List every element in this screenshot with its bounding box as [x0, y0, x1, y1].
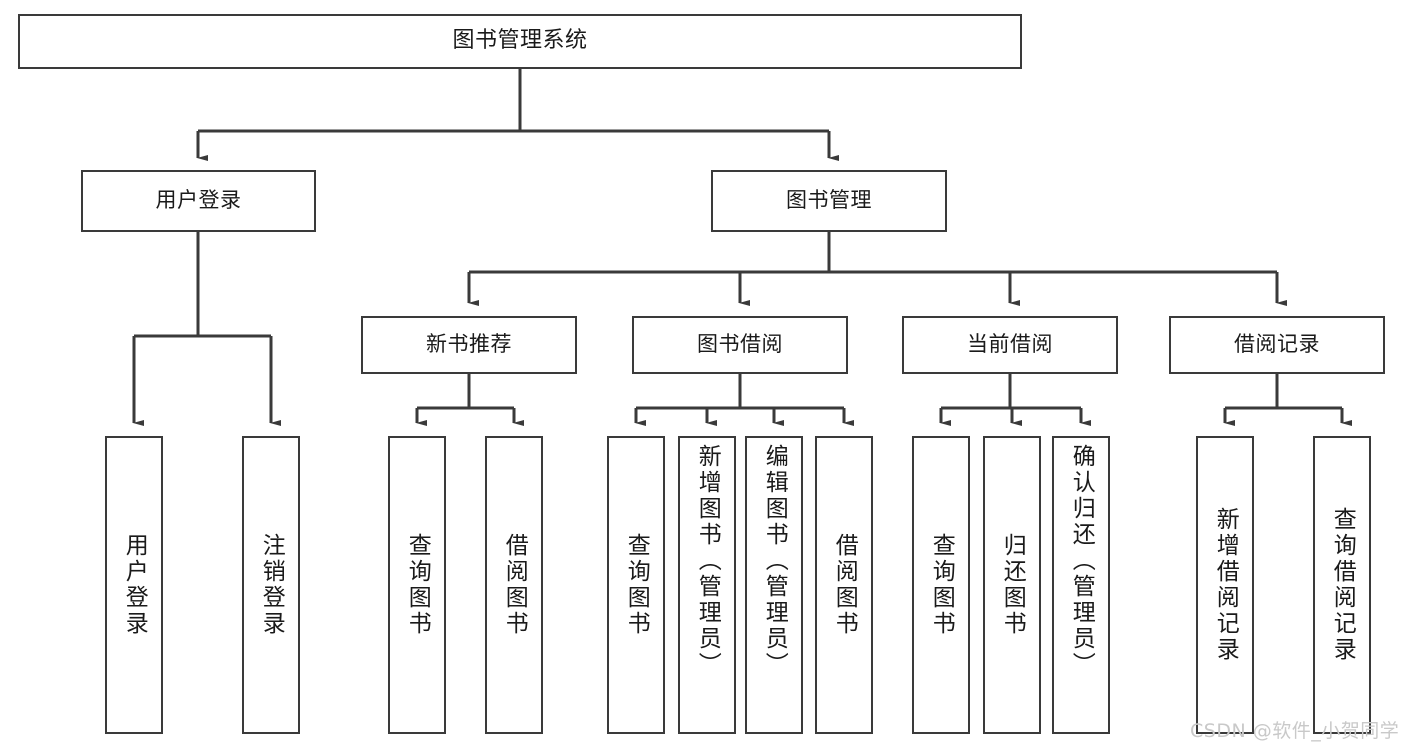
leaf-add-book-admin[interactable]: 新增图书（管理员）	[678, 436, 736, 734]
node-label: 查询图书	[623, 533, 650, 637]
node-label: 用户登录	[121, 533, 148, 637]
node-root-system[interactable]: 图书管理系统	[18, 14, 1022, 69]
node-label: 借阅图书	[831, 533, 858, 637]
node-label: 查询图书	[404, 533, 431, 637]
leaf-borrow-book-recommend[interactable]: 借阅图书	[485, 436, 543, 734]
node-new-book-recommend[interactable]: 新书推荐	[361, 316, 577, 374]
node-label: 查询图书	[928, 533, 955, 637]
leaf-add-borrow-record[interactable]: 新增借阅记录	[1196, 436, 1254, 734]
leaf-query-book-borrow[interactable]: 查询图书	[607, 436, 665, 734]
node-label: 编辑图书（管理员）	[761, 444, 788, 678]
node-label: 新增图书（管理员）	[694, 444, 721, 678]
node-label: 新增借阅记录	[1212, 507, 1239, 663]
leaf-return-book[interactable]: 归还图书	[983, 436, 1041, 734]
leaf-query-book-recommend[interactable]: 查询图书	[388, 436, 446, 734]
node-label: 确认归还（管理员）	[1068, 444, 1095, 678]
node-label: 用户登录	[155, 188, 242, 213]
leaf-borrow-book[interactable]: 借阅图书	[815, 436, 873, 734]
node-label: 图书管理系统	[452, 28, 588, 54]
leaf-query-book-current[interactable]: 查询图书	[912, 436, 970, 734]
node-label: 注销登录	[258, 533, 285, 637]
leaf-confirm-return-admin[interactable]: 确认归还（管理员）	[1052, 436, 1110, 734]
node-label: 当前借阅	[967, 332, 1053, 357]
node-label: 图书管理	[786, 188, 872, 213]
leaf-user-logout[interactable]: 注销登录	[242, 436, 300, 734]
node-book-management[interactable]: 图书管理	[711, 170, 947, 232]
node-label: 归还图书	[999, 533, 1026, 637]
node-label: 图书借阅	[697, 332, 783, 357]
node-user-login[interactable]: 用户登录	[81, 170, 316, 232]
node-label: 借阅记录	[1234, 332, 1320, 357]
leaf-query-borrow-record[interactable]: 查询借阅记录	[1313, 436, 1371, 734]
node-current-borrow[interactable]: 当前借阅	[902, 316, 1118, 374]
node-label: 新书推荐	[426, 332, 512, 357]
csdn-watermark: CSDN @软件_小贺同学	[1190, 720, 1400, 742]
node-book-borrow[interactable]: 图书借阅	[632, 316, 848, 374]
leaf-edit-book-admin[interactable]: 编辑图书（管理员）	[745, 436, 803, 734]
leaf-user-login[interactable]: 用户登录	[105, 436, 163, 734]
node-label: 查询借阅记录	[1329, 507, 1356, 663]
node-label: 借阅图书	[501, 533, 528, 637]
node-borrow-record[interactable]: 借阅记录	[1169, 316, 1385, 374]
